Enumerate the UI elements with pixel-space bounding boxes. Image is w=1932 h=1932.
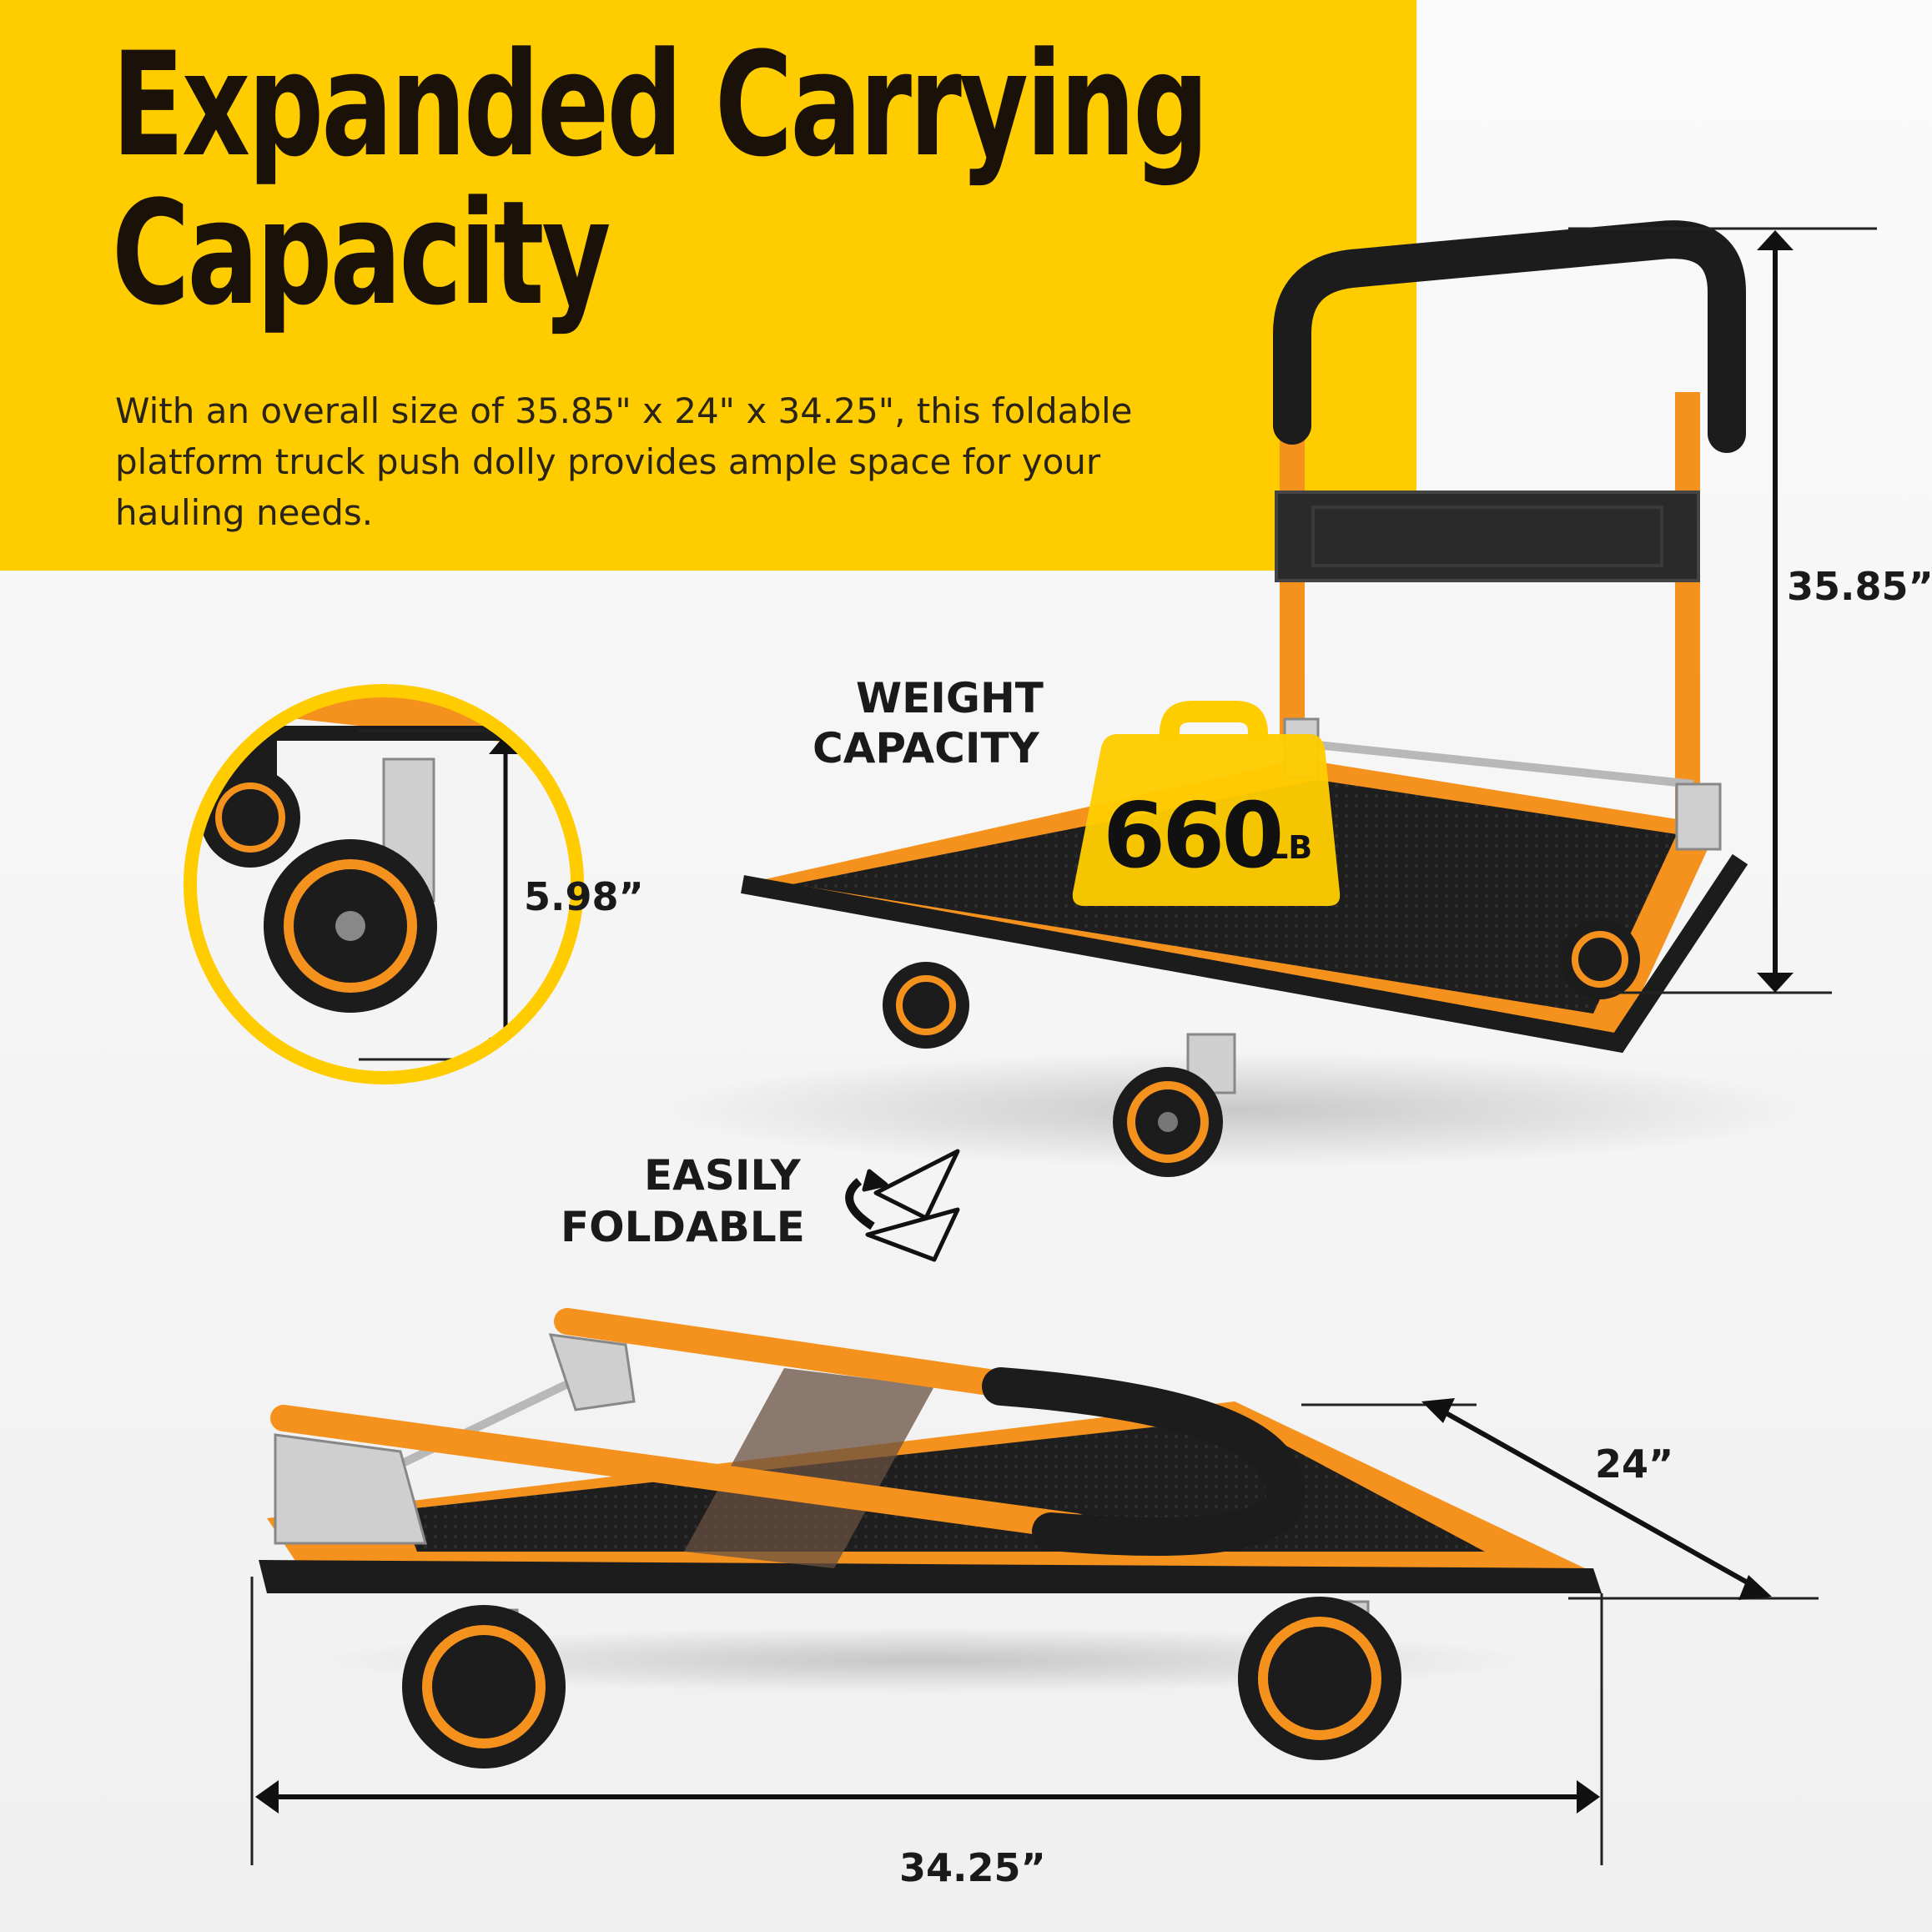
weight-value: 660 <box>1103 784 1284 888</box>
fold-icon <box>845 1149 960 1262</box>
length-dimension <box>250 1577 1603 1865</box>
height-label: 35.85” <box>1787 564 1932 609</box>
folded-bumper <box>259 1560 1602 1593</box>
wheel <box>1113 1033 1236 1177</box>
caster-zoom <box>184 684 584 1084</box>
handle-grip <box>1273 220 1746 453</box>
length-label: 34.25” <box>899 1845 1046 1890</box>
wheel <box>1560 919 1640 999</box>
upright-cart <box>651 220 1819 1177</box>
hinge-rod <box>1292 738 1694 788</box>
weight-capacity-label-2: CAPACITY <box>813 724 1039 772</box>
width-label: 24” <box>1595 1441 1674 1487</box>
headline-banner <box>0 0 1416 571</box>
wheel <box>402 1605 566 1768</box>
weight-icon <box>1072 701 1341 906</box>
product-description: With an overall size of 35.85" x 24" x 3… <box>115 390 1133 533</box>
bumper <box>741 853 1748 1054</box>
folded-back-plate <box>684 1368 934 1568</box>
caster-height-label: 5.98” <box>524 874 644 919</box>
width-dimension <box>1301 1398 1819 1600</box>
folded-cart <box>259 1308 1602 1768</box>
wheel <box>1238 1597 1401 1760</box>
back-plate <box>1275 491 1700 582</box>
weight-capacity-label-1: WEIGHT <box>856 674 1044 722</box>
foldable-label-2: FOLDABLE <box>561 1203 805 1251</box>
height-dimension <box>1568 227 1877 994</box>
folded-handle-grip <box>982 1367 1305 1557</box>
headline-line-1: Expanded Carrying <box>112 21 1209 189</box>
handle-right-bar <box>1675 392 1700 826</box>
wheel <box>883 962 969 1049</box>
foldable-label-1: EASILY <box>644 1151 801 1200</box>
weight-unit: LB <box>1268 829 1313 866</box>
headline-line-2: Capacity <box>112 169 611 337</box>
